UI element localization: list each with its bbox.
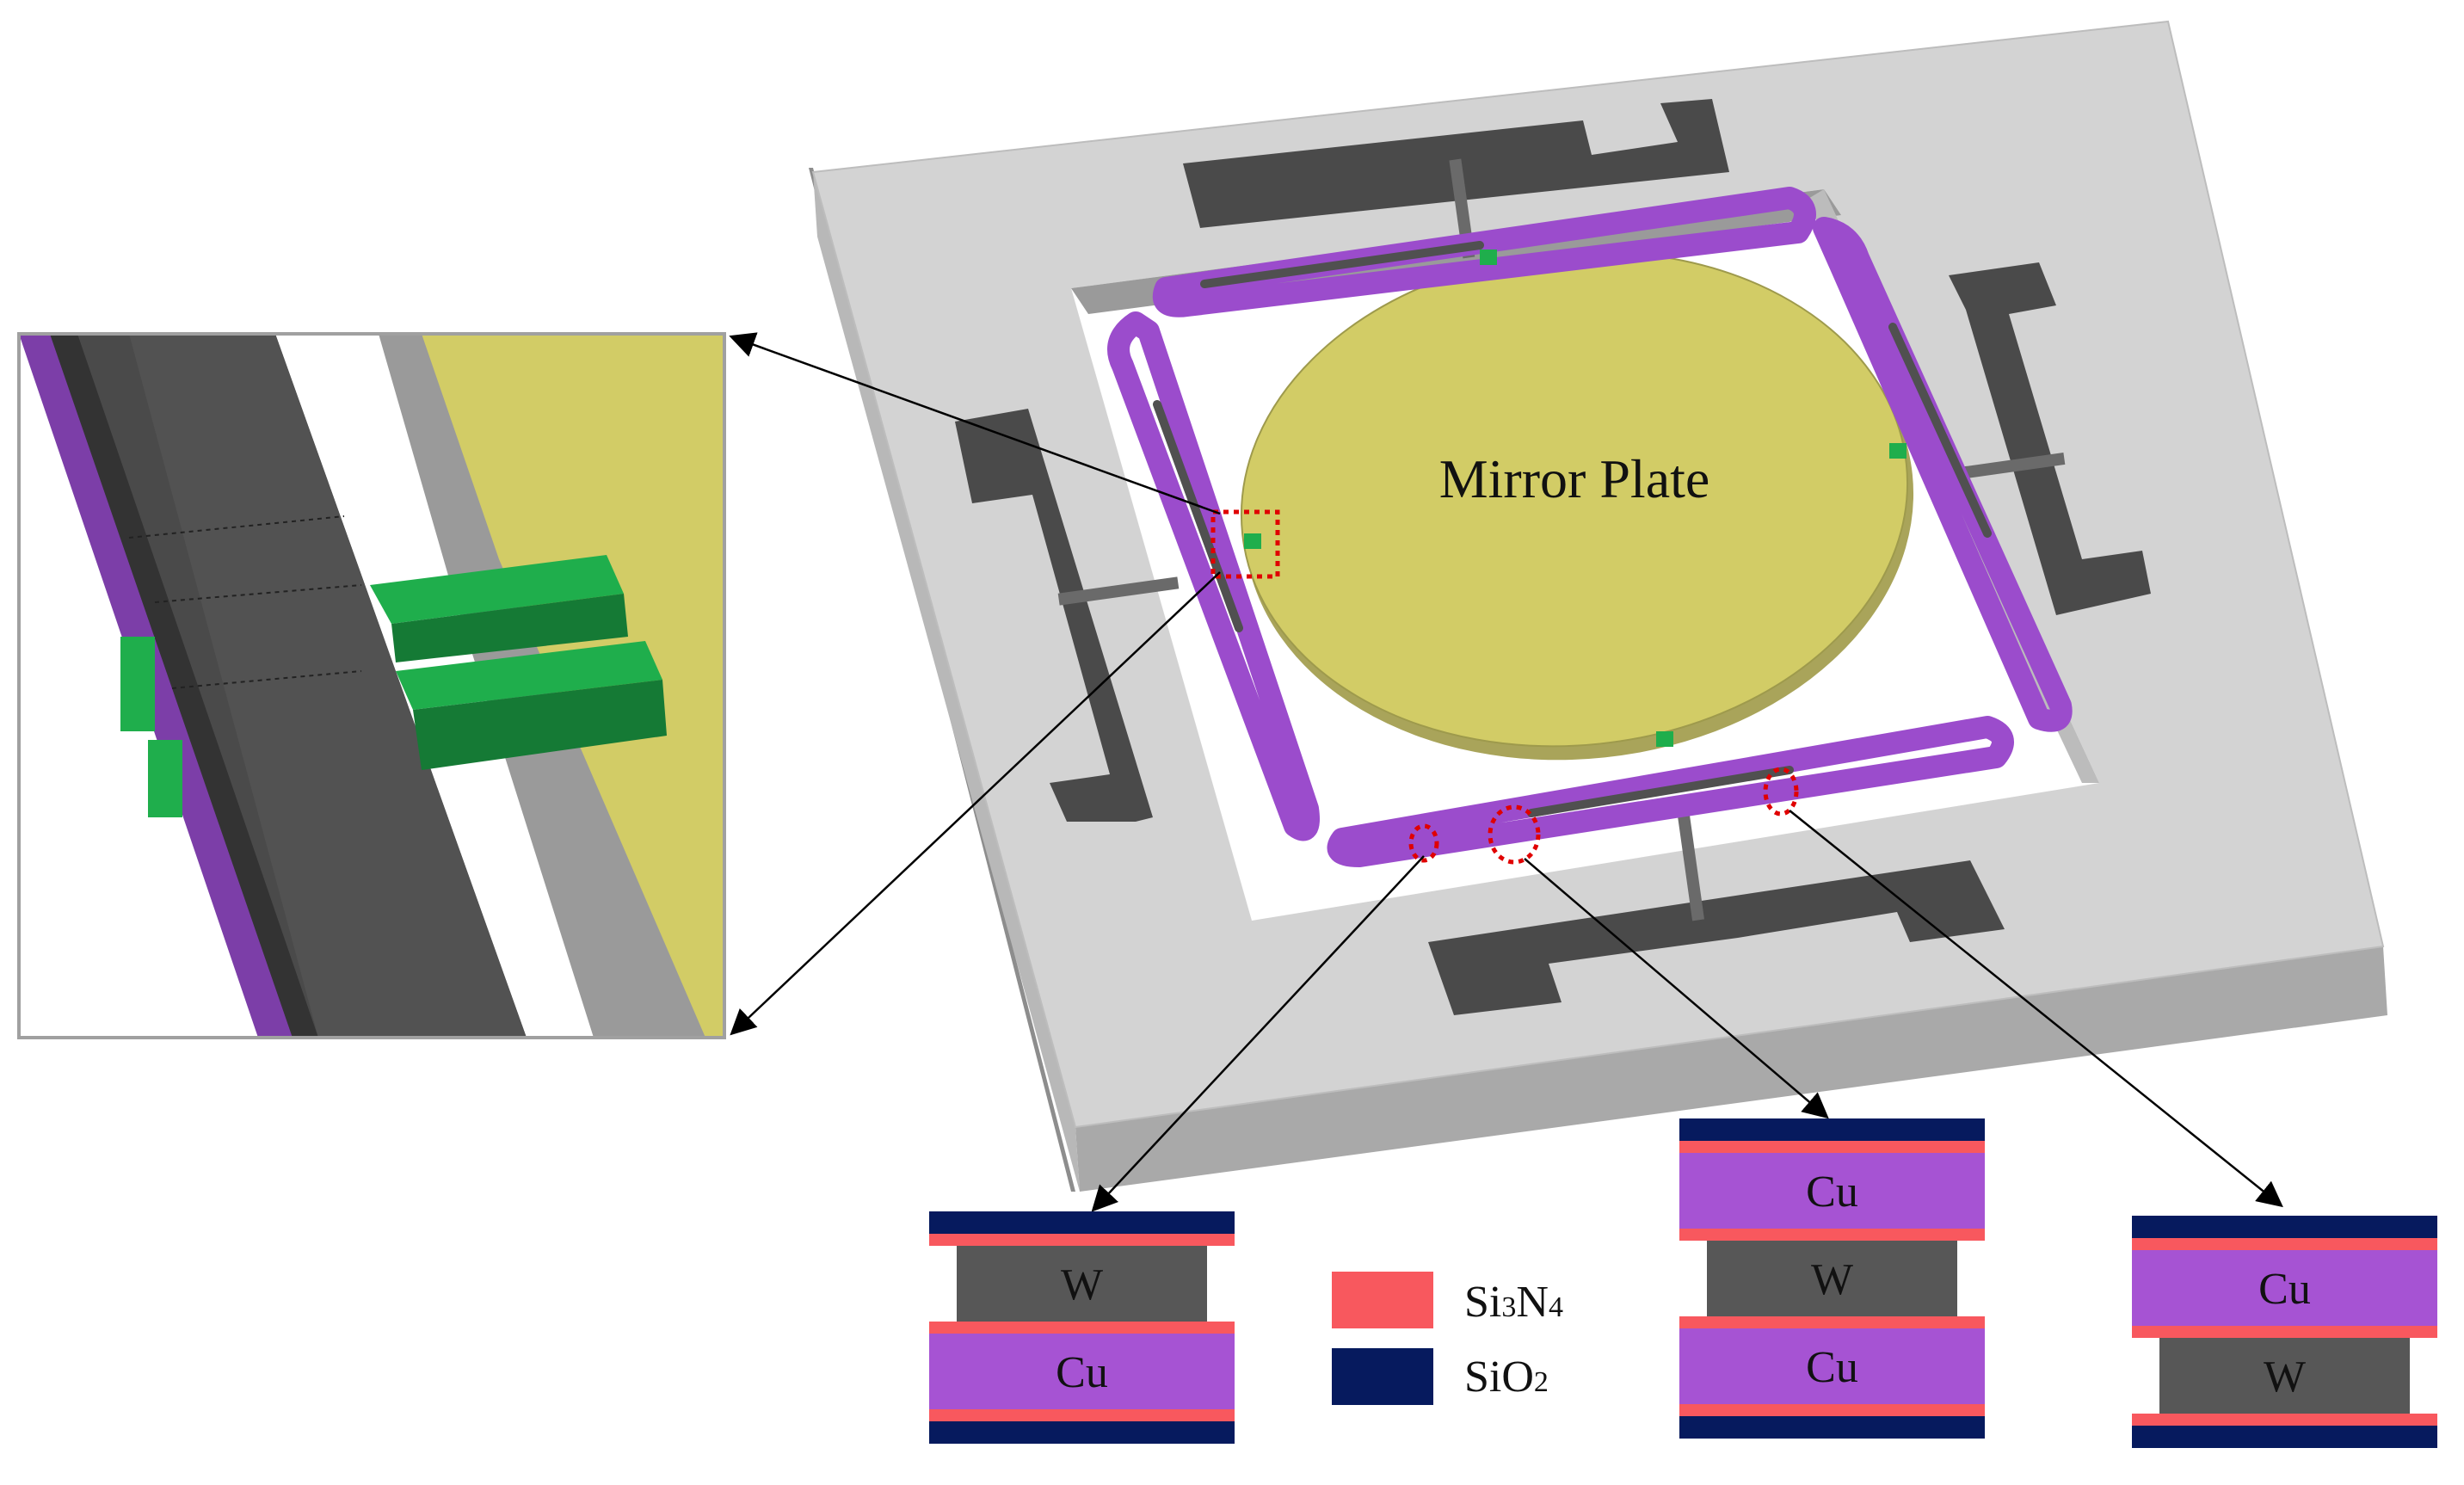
legend-label-sio2: SiO2 <box>1464 1353 1549 1402</box>
cross-section-3: CuW <box>2132 1216 2437 1448</box>
pad-bottom <box>1428 860 2005 1015</box>
layer-label: Cu <box>1806 1343 1858 1392</box>
actuator-right-core <box>1888 323 1992 538</box>
layer-label: Cu <box>1056 1348 1108 1397</box>
layer-sio2-bottom <box>929 1421 1235 1444</box>
pad-left <box>955 409 1153 822</box>
section-marker-2 <box>1488 804 1541 865</box>
inset-dash-1 <box>128 515 345 539</box>
legend: Si3N4 SiO2 <box>1332 1272 1563 1405</box>
layer-cu <box>1679 1153 1985 1229</box>
arrow-to-section-1 <box>1091 855 1425 1212</box>
layer-si3n4 <box>929 1234 1235 1246</box>
layer-w <box>1707 1241 1957 1316</box>
layer-si3n4 <box>1679 1316 1985 1328</box>
layer-si3n4 <box>1679 1404 1985 1416</box>
section-marker-3 <box>1763 767 1799 816</box>
layer-sio2-top <box>1679 1118 1985 1141</box>
mirror-plate-label: Mirror Plate <box>1439 448 1710 509</box>
zoom-inset <box>17 332 726 1039</box>
arrow-to-inset-bottom <box>730 571 1221 1036</box>
layer-sio2-top <box>929 1211 1235 1234</box>
layer-si3n4 <box>929 1409 1235 1421</box>
inset-dash-3 <box>171 670 362 689</box>
legend-swatch-si3n4 <box>1332 1272 1433 1328</box>
inset-actuator-w <box>50 334 318 1038</box>
spring-bottom <box>1677 808 1704 921</box>
cross-section-1: W Cu <box>929 1211 1235 1444</box>
actuator-right <box>1813 217 2073 732</box>
layer-label: Cu <box>1806 1168 1858 1217</box>
layer-cu <box>2132 1250 2437 1326</box>
inset-hinge-bottom-face <box>396 641 662 710</box>
arrow-to-section-3 <box>1789 810 2283 1208</box>
frame-front-left-face <box>813 172 1080 1192</box>
actuator-bottom-core <box>1527 766 1794 817</box>
layer-si3n4 <box>2132 1238 2437 1250</box>
layer-si3n4 <box>929 1322 1235 1334</box>
inset-hinge-back-2 <box>148 740 182 817</box>
hinge-top <box>1480 250 1497 265</box>
actuator-top-core <box>1200 241 1484 288</box>
layer-label: W <box>2264 1353 2306 1402</box>
inset-hinge-bottom-side <box>413 680 667 770</box>
inset-actuator-face <box>129 334 527 1038</box>
inset-border <box>17 332 726 1039</box>
section-marker-1 <box>1408 823 1439 863</box>
inset-hinge-top-side <box>391 594 628 662</box>
detail-markers <box>1210 509 1799 865</box>
inset-hinge-back-1 <box>120 637 155 731</box>
layer-si3n4 <box>1679 1141 1985 1153</box>
inset-hinge-top-face <box>370 555 624 624</box>
layer-si3n4 <box>2132 1414 2437 1426</box>
layer-label: Cu <box>2258 1265 2311 1314</box>
arrow-to-section-2 <box>1524 858 1829 1119</box>
actuator-bottom <box>1327 716 2014 867</box>
legend-label-si3n4: Si3N4 <box>1464 1278 1563 1327</box>
hinges <box>1244 250 1907 747</box>
pad-right <box>1949 262 2151 615</box>
inset-actuator-cu <box>19 334 293 1038</box>
inset-dash-2 <box>154 584 362 603</box>
layer-sio2-bottom <box>1679 1416 1985 1439</box>
layer-sio2-bottom <box>2132 1426 2437 1448</box>
actuator-left <box>1107 311 1320 841</box>
layer-si3n4 <box>2132 1326 2437 1338</box>
bond-pads <box>955 99 2151 1015</box>
layer-cu <box>929 1334 1235 1409</box>
hinge-bottom <box>1656 731 1673 747</box>
layer-label: W <box>1061 1260 1103 1309</box>
spring-right <box>1952 453 2066 480</box>
layer-cu <box>1679 1328 1985 1404</box>
mirror-plate: Mirror Plate <box>1240 250 1914 761</box>
actuator-top <box>1152 187 1816 317</box>
zoom-marker-left <box>1210 509 1280 579</box>
hinge-right <box>1889 443 1907 459</box>
arrows <box>729 332 2283 1212</box>
legend-swatch-sio2 <box>1332 1348 1433 1405</box>
layer-label: W <box>1811 1255 1853 1304</box>
layer-si3n4 <box>1679 1229 1985 1241</box>
actuators <box>1107 187 2073 867</box>
arrow-to-inset-top <box>729 332 1221 515</box>
layer-w <box>2159 1338 2410 1414</box>
actuator-left-core <box>1153 400 1243 632</box>
layer-w <box>957 1246 1207 1322</box>
layer-sio2-top <box>2132 1216 2437 1238</box>
hinge-left <box>1244 533 1261 549</box>
frame-front-face <box>1075 946 2387 1192</box>
spring-left <box>1057 576 1180 606</box>
